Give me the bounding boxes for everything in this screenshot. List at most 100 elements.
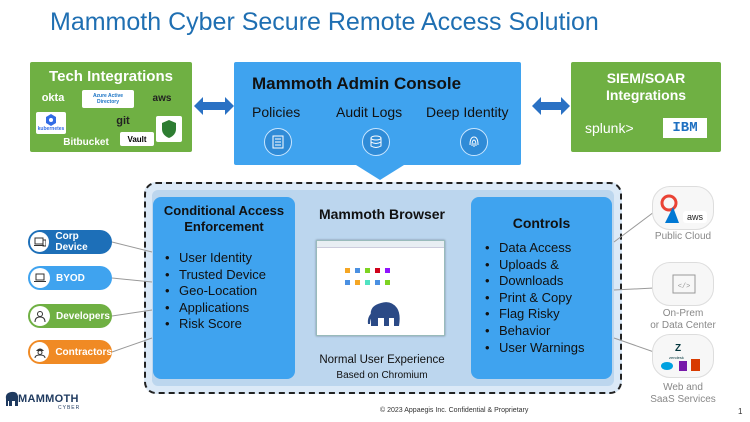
tech-integrations-box: Tech Integrations okta Azure Active Dire… (30, 62, 192, 152)
user-label: Developers (56, 310, 110, 322)
app-tile-icon (385, 268, 390, 273)
laptop-icon (30, 268, 50, 288)
admin-console-box: Mammoth Admin Console Policies Audit Log… (234, 62, 521, 165)
fingerprint-icon (460, 128, 488, 156)
on-prem-label: On-Prem or Data Center (630, 308, 736, 332)
public-cloud-box: aws (652, 186, 714, 230)
laptop-phone-icon (30, 232, 50, 252)
user-label: BYOD (56, 272, 85, 284)
saas-line2: SaaS Services (650, 394, 716, 405)
cloud-providers-icon: aws (660, 194, 707, 223)
controls-list: Data Access Uploads & Downloads Print & … (483, 240, 584, 356)
list-item: Risk Score (163, 316, 266, 333)
app-tile-icon (365, 268, 370, 273)
saas-logos-icon: Z zendesk (661, 343, 700, 371)
list-item: User Warnings (483, 340, 584, 357)
destination-connectors (613, 211, 655, 353)
list-item: Applications (163, 300, 266, 317)
git-logo: git (116, 115, 130, 127)
user-contractors: Contractors (28, 340, 112, 364)
admin-console-title: Mammoth Admin Console (252, 74, 462, 93)
mammoth-browser-title: Mammoth Browser (318, 206, 446, 222)
page-number: 1 (738, 407, 743, 416)
app-tile-icon (345, 268, 350, 273)
shield-logo (156, 116, 182, 142)
list-item-continuation: Downloads (483, 273, 584, 290)
console-siem-arrow (532, 97, 570, 115)
splunk-logo: splunk> (585, 120, 634, 136)
slide-title: Mammoth Cyber Secure Remote Access Solut… (50, 8, 599, 36)
user-label: Corp Device (55, 231, 88, 253)
shield-icon (162, 120, 176, 138)
app-tile-icon (345, 280, 350, 285)
user-label: Contractors (55, 346, 112, 358)
svg-text:Z: Z (675, 343, 681, 354)
browser-content (345, 268, 400, 326)
azure-ad-logo: Azure Active Directory (82, 90, 134, 108)
console-item-audit-logs: Audit Logs (336, 104, 403, 120)
browser-window (316, 240, 445, 336)
conditional-access-panel: Conditional Access Enforcement User Iden… (153, 197, 295, 379)
saas-label: Web and SaaS Services (630, 382, 736, 406)
brand-sub: CYBER (58, 405, 81, 411)
app-tile-icon (355, 280, 360, 285)
console-item-policies: Policies (252, 104, 301, 120)
browser-titlebar (317, 241, 444, 248)
on-prem-box: </> (652, 262, 714, 306)
kubernetes-logo: kubernetes (36, 112, 66, 134)
list-item: User Identity (163, 250, 266, 267)
siem-soar-header: SIEM/SOAR Integrations (571, 70, 721, 104)
siem-soar-box: SIEM/SOAR Integrations splunk> IBM (571, 62, 721, 152)
public-cloud-label: Public Cloud (654, 231, 712, 242)
okta-logo: okta (41, 92, 65, 104)
mammoth-icon (367, 302, 400, 326)
conditional-access-list: User Identity Trusted Device Geo-Locatio… (163, 250, 266, 333)
app-tile-icon (385, 280, 390, 285)
tech-integrations-header: Tech Integrations (49, 68, 173, 85)
footer-copyright: © 2023 Appaegis Inc. Confidential & Prop… (380, 407, 529, 414)
console-item-deep-identity: Deep Identity (426, 104, 509, 120)
on-prem-line2: or Data Center (650, 320, 716, 331)
server-icon: </> (672, 274, 696, 294)
user-connectors (111, 241, 153, 353)
bitbucket-logo: Bitbucket (63, 136, 109, 148)
conditional-title-line1: Conditional Access (163, 203, 285, 218)
user-corp-device: Corp Device (28, 230, 112, 254)
worker-icon (30, 342, 50, 362)
vault-logo: Vault (120, 132, 154, 146)
list-item: Geo-Location (163, 283, 266, 300)
list-item: Uploads & (483, 257, 584, 274)
console-pointer (356, 165, 404, 180)
list-item: Flag Risky (483, 306, 584, 323)
kubernetes-label: kubernetes (37, 126, 65, 132)
siem-header-line1: SIEM/SOAR (606, 70, 686, 86)
ibm-logo: IBM (663, 118, 707, 138)
siem-header-line2: Integrations (605, 87, 687, 103)
aws-logo: aws (152, 92, 172, 104)
app-tile-icon (375, 268, 380, 273)
browser-caption: Normal User Experience (319, 354, 445, 366)
controls-panel: Controls Data Access Uploads & Downloads… (471, 197, 612, 379)
document-list-icon (264, 128, 292, 156)
app-tile-icon (375, 280, 380, 285)
svg-text:</>: </> (678, 283, 691, 291)
app-tile-icon (355, 268, 360, 273)
saas-box: Z zendesk (652, 334, 714, 378)
on-prem-line1: On-Prem (662, 308, 704, 319)
developer-icon (30, 306, 50, 326)
tech-console-arrow (194, 97, 234, 115)
controls-title: Controls (512, 215, 571, 231)
kubernetes-icon (46, 114, 56, 126)
svg-text:zendesk: zendesk (669, 355, 684, 360)
list-item: Data Access (483, 240, 584, 257)
saas-line1: Web and (663, 382, 703, 393)
svg-text:aws: aws (687, 212, 704, 222)
conditional-access-title: Conditional Access Enforcement (153, 203, 295, 235)
app-tile-icon (365, 280, 370, 285)
user-developers: Developers (28, 304, 112, 328)
list-item: Print & Copy (483, 290, 584, 307)
mammoth-logo-icon (5, 391, 18, 406)
list-item: Trusted Device (163, 267, 266, 284)
list-item-continuation: Behavior (483, 323, 584, 340)
conditional-title-line2: Enforcement (184, 219, 264, 234)
